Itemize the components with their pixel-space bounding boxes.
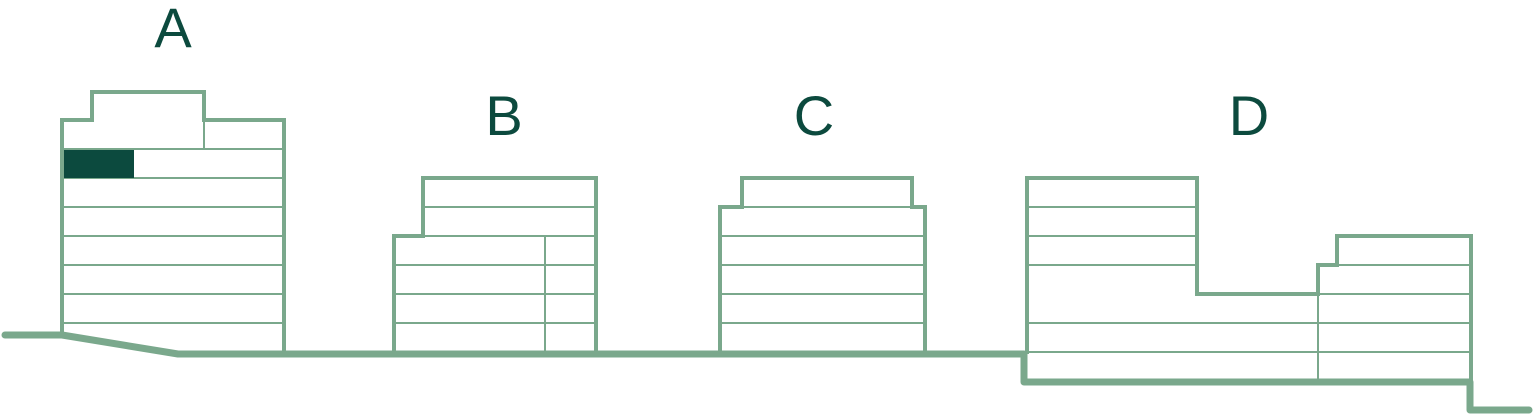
building-a-outline (60, 90, 286, 354)
building-d-floor-lines (1027, 206, 1471, 382)
building-c-label: C (793, 84, 835, 147)
building-b-label: B (485, 84, 523, 147)
building-c-outline (718, 176, 927, 354)
highlighted-unit (64, 150, 134, 178)
building-d-outline (1025, 176, 1473, 382)
building-d-label: D (1228, 84, 1270, 147)
building-b (392, 176, 598, 354)
building-b-floor-lines (394, 206, 596, 354)
ground-profile (1, 331, 1533, 414)
building-a (60, 90, 286, 354)
building-a-label: A (154, 0, 192, 59)
ground-line (1, 331, 1533, 414)
building-c-floor-lines (720, 206, 925, 324)
building-c (718, 176, 927, 354)
building-d (1025, 176, 1473, 382)
